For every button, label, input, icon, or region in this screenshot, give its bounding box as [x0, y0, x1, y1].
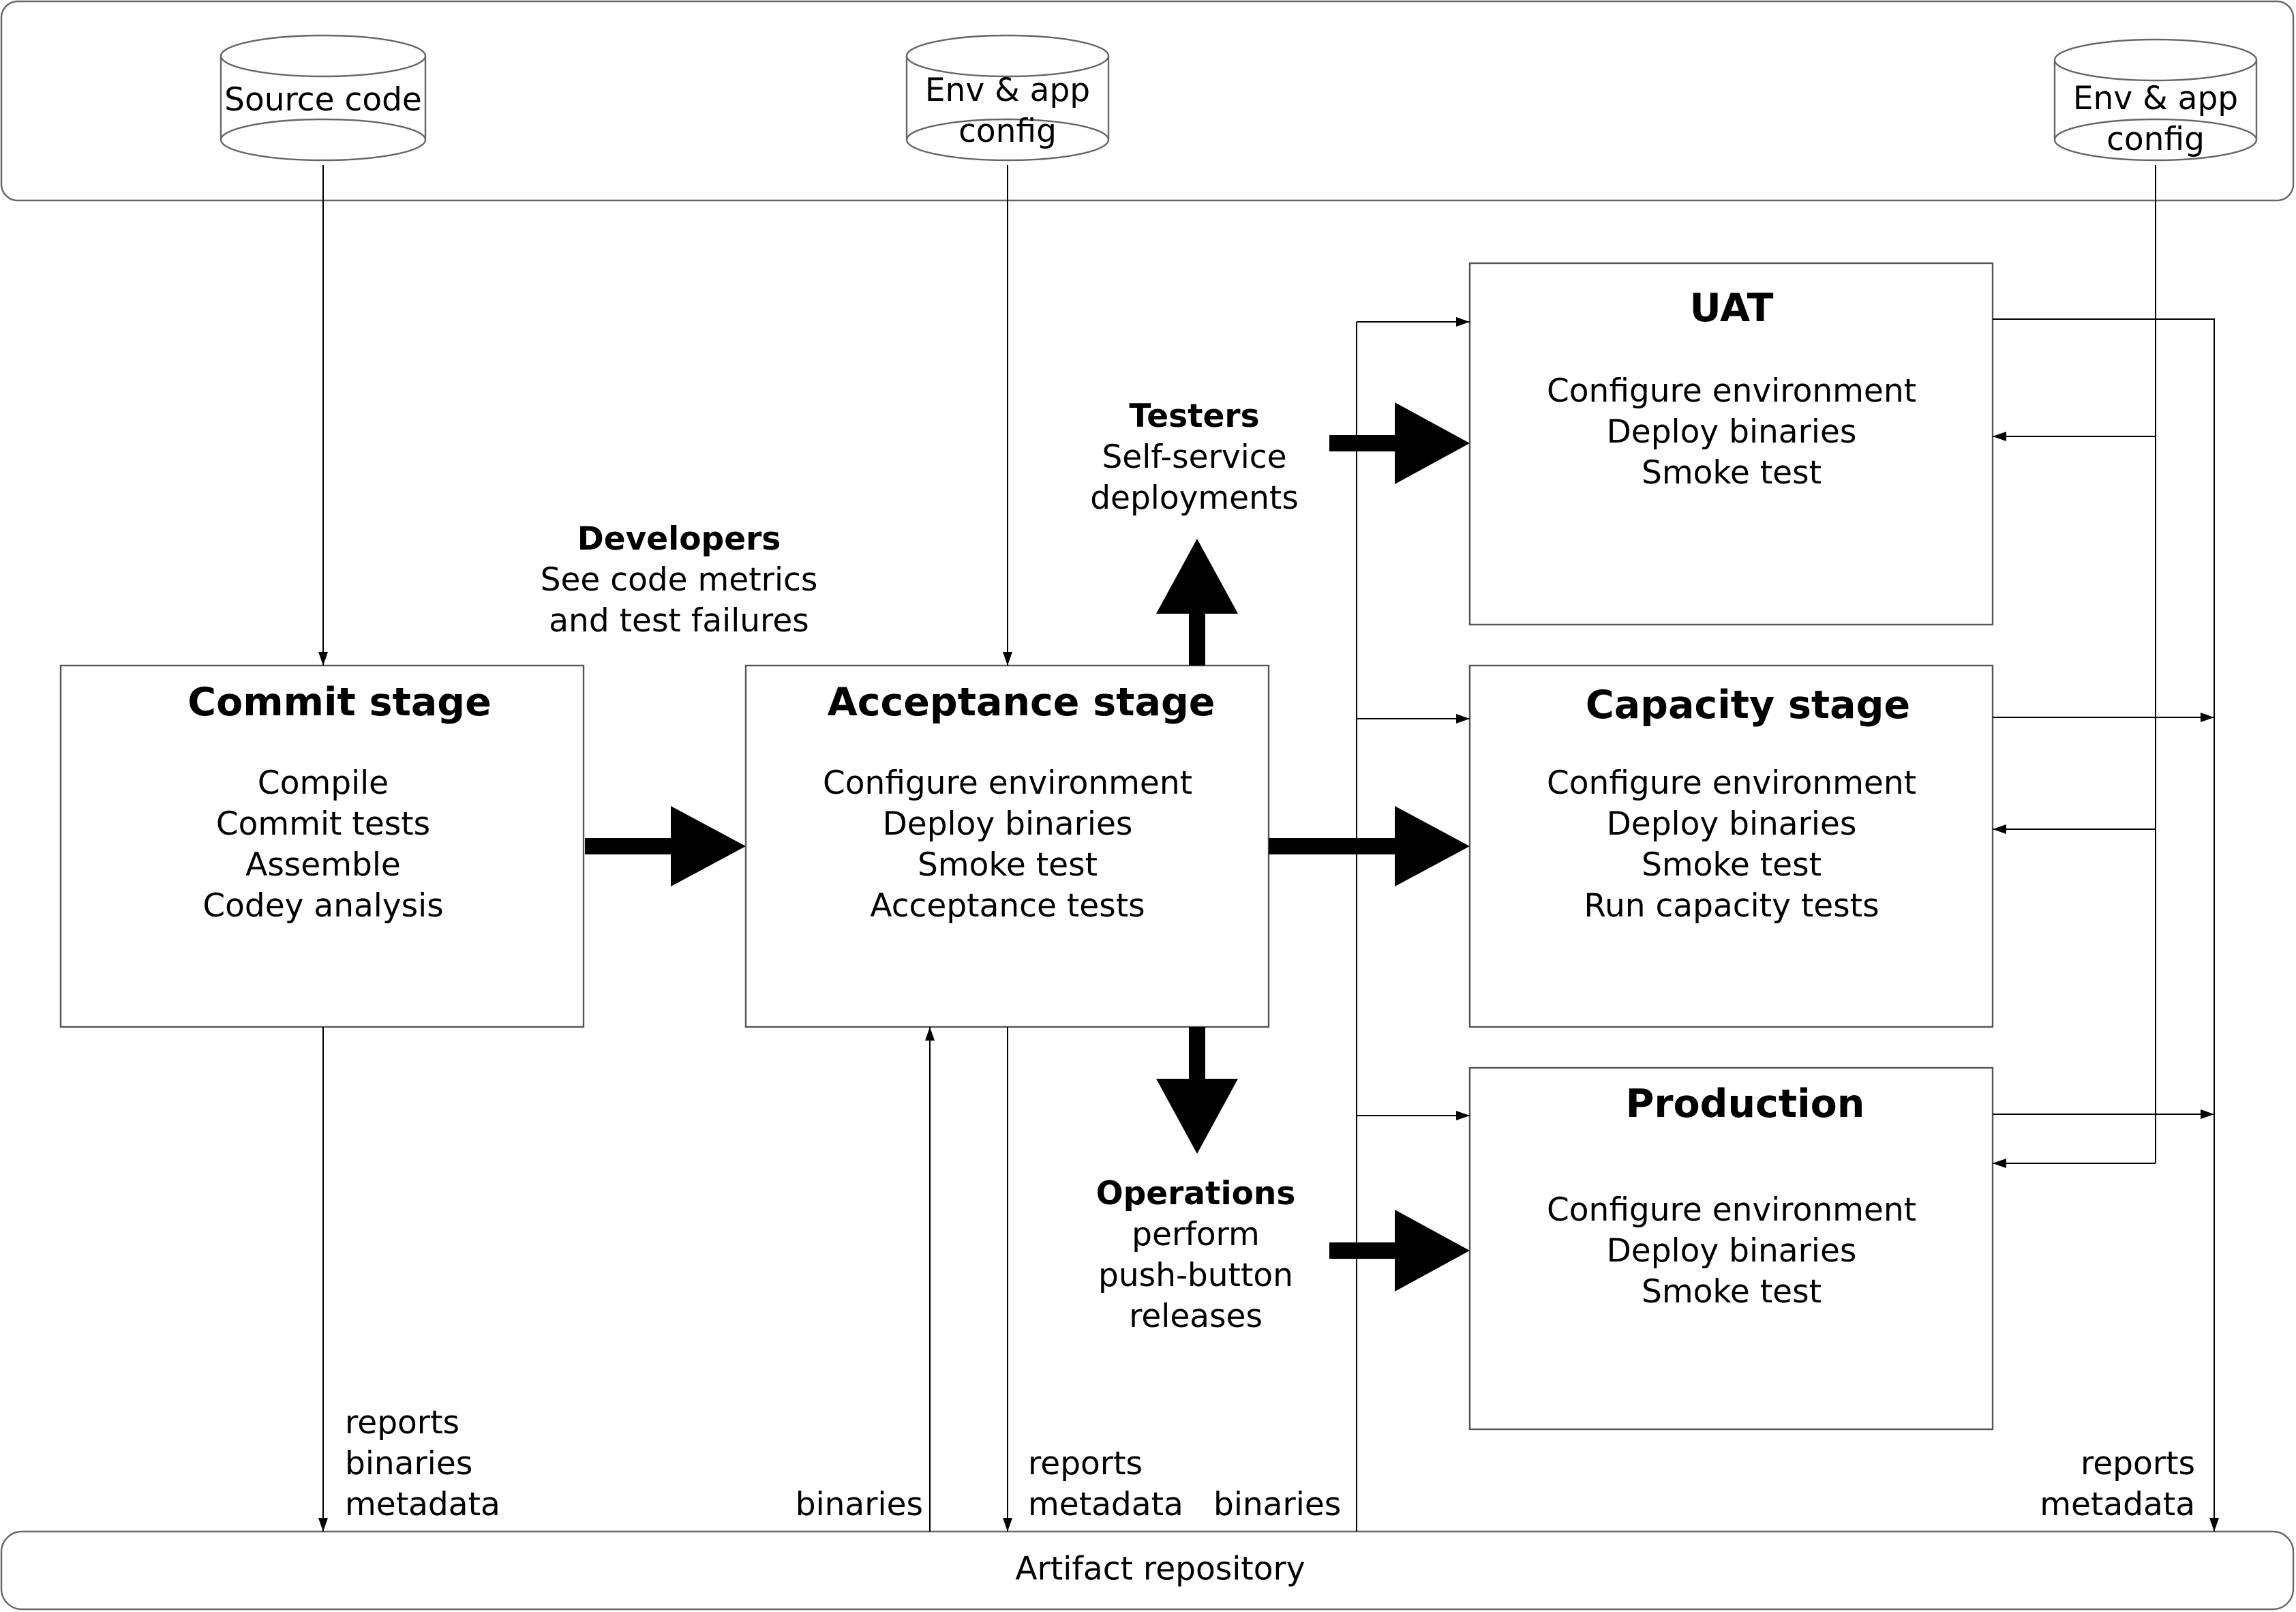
testers-title: Testers	[1129, 398, 1259, 435]
commit-stage-line: Codey analysis	[202, 887, 443, 925]
capacity-stage-line: Run capacity tests	[1584, 887, 1879, 925]
operations-line: push-button	[1098, 1257, 1293, 1294]
env-config-right-label-line1: Env & app	[2073, 80, 2238, 117]
acceptance-stage-line: Acceptance tests	[870, 887, 1145, 925]
reports-to-repo-arrow	[1993, 318, 2219, 1532]
artifact-repository-label: Artifact repository	[1015, 1551, 1305, 1588]
acceptance-stage-line: Smoke test	[918, 846, 1098, 884]
production-stage-line: Configure environment	[1547, 1191, 1916, 1229]
production-stage-line: Smoke test	[1642, 1273, 1822, 1311]
uat-stage-title: UAT	[1689, 286, 1773, 331]
capacity-stage-line: Configure environment	[1547, 764, 1916, 802]
downstream-output-label: metadata	[2040, 1486, 2195, 1523]
env-config-cylinder-acceptance: Env & app config	[905, 34, 1110, 162]
uat-stage-line: Smoke test	[1642, 454, 1822, 492]
uat-stage-box	[1468, 262, 1994, 626]
acceptance-to-capacity-fat-arrow	[1269, 806, 1470, 886]
testers-line: deployments	[1090, 479, 1299, 517]
operations-title: Operations	[1096, 1175, 1296, 1212]
capacity-stage-line: Smoke test	[1642, 846, 1822, 884]
acceptance-stage-line: Configure environment	[823, 764, 1192, 802]
acceptance-to-testers-fat-arrow	[1156, 539, 1238, 666]
env-config-cylinder-right: Env & app config	[2053, 38, 2258, 162]
operations-to-production-fat-arrow	[1329, 1210, 1470, 1292]
commit-stage-box	[59, 664, 585, 1028]
artifact-repository	[0, 1530, 2295, 1611]
testers-line: Self-service	[1102, 438, 1286, 476]
developers-title: Developers	[577, 520, 781, 558]
operations-line: perform	[1132, 1216, 1260, 1253]
developers-line: See code metrics	[541, 561, 818, 599]
downstream-output-label: reports	[2081, 1445, 2195, 1482]
commit-stage-title: Commit stage	[187, 680, 492, 725]
production-stage-box	[1468, 1066, 1994, 1431]
production-stage-title: Production	[1626, 1081, 1865, 1126]
testers-to-uat-fat-arrow	[1329, 402, 1470, 484]
fat-arrows	[585, 402, 1470, 1292]
capacity-stage-line: Deploy binaries	[1607, 805, 1857, 843]
commit-output-label: reports	[345, 1404, 459, 1442]
capacity-stage-box	[1468, 664, 1994, 1028]
uat-stage-line: Deploy binaries	[1607, 413, 1857, 451]
commit-stage-line: Commit tests	[216, 805, 430, 843]
downstream-input-label: binaries	[1213, 1486, 1341, 1523]
acceptance-input-label: binaries	[796, 1486, 923, 1523]
acceptance-stage-title: Acceptance stage	[828, 680, 1215, 725]
source-code-label: Source code	[224, 81, 422, 119]
commit-output-label: binaries	[345, 1445, 472, 1482]
acceptance-output-label: reports	[1028, 1445, 1143, 1482]
acceptance-to-operations-fat-arrow	[1156, 1027, 1238, 1154]
source-code-cylinder: Source code	[220, 34, 427, 162]
capacity-stage-title: Capacity stage	[1586, 683, 1910, 728]
production-stage-line: Deploy binaries	[1607, 1232, 1857, 1270]
commit-to-acceptance-fat-arrow	[585, 806, 746, 886]
developers-line: and test failures	[549, 602, 809, 640]
acceptance-stage-line: Deploy binaries	[883, 805, 1133, 843]
commit-stage-line: Compile	[258, 764, 389, 802]
operations-line: releases	[1129, 1298, 1263, 1335]
acceptance-output-label: metadata	[1028, 1486, 1183, 1523]
env-config-label-line1: Env & app	[925, 72, 1090, 109]
uat-stage-line: Configure environment	[1547, 372, 1916, 410]
source-frame	[0, 0, 2295, 202]
env-config-right-label-line2: config	[2106, 121, 2205, 158]
commit-stage-line: Assemble	[245, 846, 401, 884]
thin-connectors	[318, 165, 2219, 1532]
env-config-label-line2: config	[958, 113, 1057, 150]
commit-output-label: metadata	[345, 1486, 500, 1523]
